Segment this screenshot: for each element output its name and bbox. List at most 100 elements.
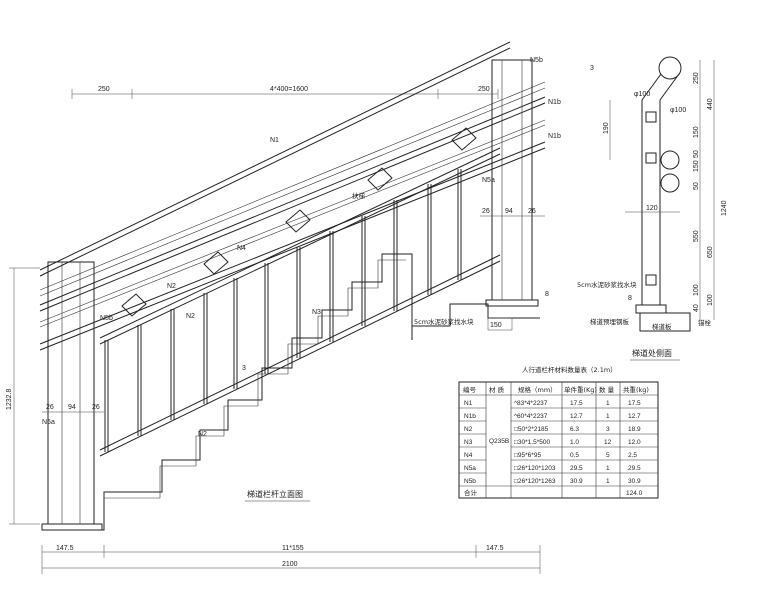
label-num8: 8 (545, 291, 549, 298)
right-post (485, 59, 539, 307)
label-n3: N3 (312, 309, 321, 316)
label-mortar-note: 5cm水泥砂浆找水块 (414, 317, 474, 326)
dim-bottom-left: 147.5 (56, 545, 74, 552)
dim-post-right-c: 26 (528, 208, 536, 215)
svg-text:N3: N3 (464, 439, 473, 446)
dim-post-left-b: 94 (68, 404, 76, 411)
dim-height: 1232.8 (6, 388, 13, 410)
svg-text:^83*4*2237: ^83*4*2237 (514, 400, 548, 407)
label-n2-c: N2 (198, 431, 207, 438)
svg-text:N4: N4 (464, 452, 473, 459)
svg-text:N1b: N1b (464, 413, 476, 420)
side-dim-left-b: 120 (646, 205, 658, 212)
label-n1b-b: N1b (548, 133, 561, 140)
svg-text:250: 250 (693, 72, 700, 84)
side-title: 梯道处侧面 (632, 348, 672, 358)
label-n1b-a: N1b (548, 99, 561, 106)
label-small-note: 扶梯 (352, 191, 366, 200)
label-n5a-right: N5a (482, 177, 495, 184)
svg-text:2.5: 2.5 (628, 452, 637, 459)
side-dim-left-a: 190 (603, 122, 610, 134)
svg-text:17.5: 17.5 (570, 400, 583, 407)
dim-post-left-c: 26 (92, 404, 100, 411)
svg-text:3: 3 (606, 426, 610, 433)
svg-text:100: 100 (707, 294, 714, 306)
table-row: N3 □30*1.5*500 1.0 12 12.0 (464, 439, 641, 446)
table-row: N5a □26*120*1203 29.5 1 29.5 (464, 465, 641, 472)
dim-top-middle: 4*400=1600 (270, 86, 308, 93)
svg-text:30.9: 30.9 (628, 478, 641, 485)
svg-text:50: 50 (693, 150, 700, 158)
svg-text:17.5: 17.5 (628, 400, 641, 407)
svg-text:□30*1.5*500: □30*1.5*500 (514, 439, 550, 446)
dim-bottom-right: 147.5 (486, 545, 504, 552)
table-total-label: 合计 (464, 488, 478, 497)
side-dim-pipe-b: φ100 (670, 107, 686, 114)
dim-post-right-b: 94 (505, 208, 513, 215)
dim-post-left-a: 26 (46, 404, 54, 411)
svg-text:29.5: 29.5 (570, 465, 583, 472)
stair-profile (42, 253, 540, 531)
label-n5b-left: N5b (100, 315, 113, 322)
top-pipe (658, 56, 682, 80)
svg-text:5: 5 (606, 452, 610, 459)
svg-text:440: 440 (707, 98, 714, 110)
table-row: N5b □26*120*1263 30.9 1 30.9 (464, 478, 641, 485)
side-label-anchor: 锚栓 (698, 318, 712, 327)
table-total-value: 124.0 (626, 490, 643, 497)
svg-text:□50*2*2185: □50*2*2185 (514, 426, 549, 433)
label-n2-b: N2 (186, 313, 195, 320)
svg-text:100: 100 (693, 284, 700, 296)
elevation-view: 250 4*400=1600 250 (6, 41, 561, 574)
label-n4: N4 (237, 245, 246, 252)
table-header: 编号 (463, 385, 477, 394)
dim-base: 150 (490, 322, 502, 329)
svg-text:1: 1 (606, 478, 610, 485)
dim-total-width: 2100 (282, 561, 298, 568)
svg-text:1: 1 (606, 400, 610, 407)
svg-text:12.0: 12.0 (628, 439, 641, 446)
dim-top-left: 250 (98, 86, 110, 93)
svg-text:□95*6*95: □95*6*95 (514, 452, 541, 459)
svg-text:N1: N1 (464, 400, 473, 407)
svg-text:□26*120*1263: □26*120*1263 (514, 478, 556, 485)
svg-text:12: 12 (604, 439, 612, 446)
svg-text:^60*4*2237: ^60*4*2237 (514, 413, 548, 420)
dim-top-right: 250 (478, 86, 490, 93)
svg-text:1.0: 1.0 (570, 439, 579, 446)
svg-text:150: 150 (693, 126, 700, 138)
svg-text:N5b: N5b (464, 478, 476, 485)
table-row: N1b ^60*4*2237 12.7 1 12.7 (464, 413, 641, 420)
slab (639, 312, 691, 332)
label-num3: 3 (242, 365, 246, 372)
label-n1: N1 (270, 137, 279, 144)
table-title: 人行道栏杆材料数量表（2.1m） (522, 365, 617, 374)
svg-text:50: 50 (693, 182, 700, 190)
side-label-mortar: 5cm水泥砂浆找水块 (577, 280, 637, 289)
dim-post-right-a: 26 (482, 208, 490, 215)
svg-text:650: 650 (707, 246, 714, 258)
svg-text:18.9: 18.9 (628, 426, 641, 433)
svg-text:6.3: 6.3 (570, 426, 579, 433)
table-material: Q235B (489, 438, 509, 445)
material-table: 人行道栏杆材料数量表（2.1m） 编号 材 质 规格（mm） 单件重(Kg) 数… (458, 365, 659, 499)
svg-text:1240: 1240 (721, 200, 728, 216)
side-right-dims: 250 440 150 50 150 50 550 650 1240 100 4… (693, 72, 728, 312)
base-plate (635, 304, 667, 314)
stair-profile-inner (104, 259, 406, 499)
label-n5b-top: N5b (530, 57, 543, 64)
label-n2-a: N2 (167, 283, 176, 290)
svg-text:12.7: 12.7 (628, 413, 641, 420)
side-label-slab: 梯道板 (652, 322, 672, 331)
table-header: 单件重(Kg) (564, 385, 597, 394)
side-label-plate: 梯道预埋钢板 (590, 317, 630, 326)
svg-text:0.5: 0.5 (570, 452, 579, 459)
table-header: 共重(kg) (623, 385, 649, 394)
svg-text:1: 1 (606, 413, 610, 420)
left-post (41, 261, 103, 531)
svg-text:N2: N2 (464, 426, 473, 433)
svg-text:□26*120*1203: □26*120*1203 (514, 465, 556, 472)
svg-text:1: 1 (606, 465, 610, 472)
table-row: N2 □50*2*2185 6.3 3 18.9 (464, 426, 641, 433)
